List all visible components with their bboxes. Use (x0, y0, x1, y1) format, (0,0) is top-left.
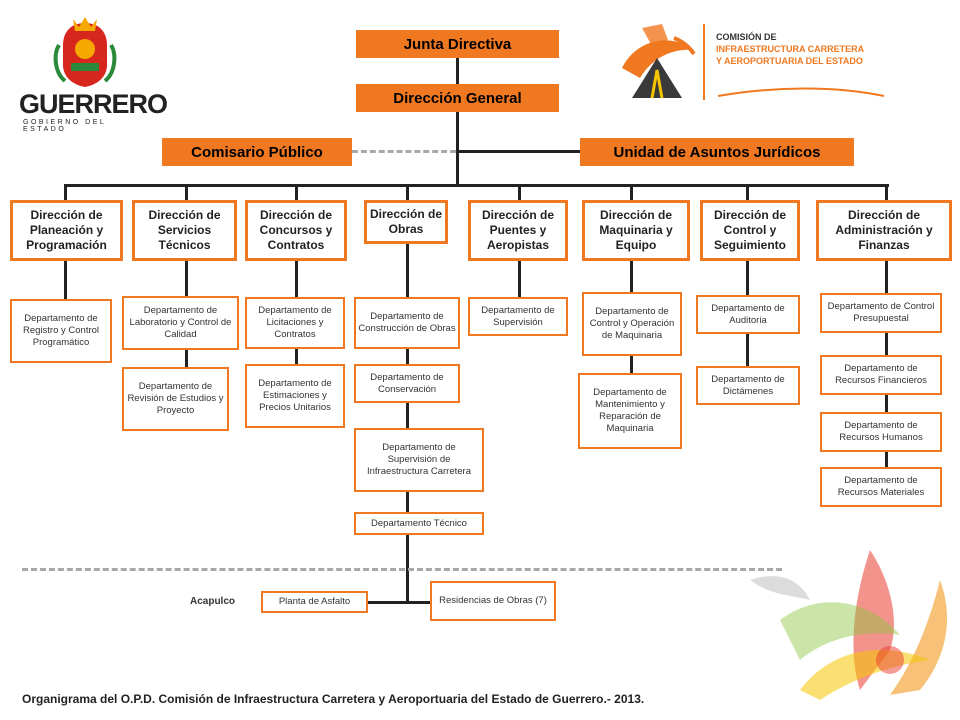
commission-name-line3: Y AEROPORTUARIA DEL ESTADO (716, 56, 863, 66)
commission-swoosh (717, 87, 885, 97)
connector-line (406, 184, 409, 202)
guerrero-subtitle: GOBIERNO DEL ESTADO (23, 119, 107, 133)
acapulco-label: Acapulco (190, 596, 236, 607)
direccion-general-box[interactable]: Dirección General (356, 84, 559, 112)
dept-laboratorio-box[interactable]: Departamento de Laboratorio y Control de… (122, 296, 239, 350)
connector-line (518, 261, 521, 299)
connector-line (185, 184, 188, 202)
direction-planeacion-box[interactable]: Dirección de Planeación y Programación (10, 200, 123, 261)
dept-tecnico-box[interactable]: Departamento Técnico (354, 512, 484, 535)
commission-emblem-icon (622, 24, 696, 99)
direction-control-box[interactable]: Dirección de Control y Seguimiento (700, 200, 800, 261)
direction-puentes-box[interactable]: Dirección de Puentes y Aeropistas (468, 200, 568, 261)
dept-recursos-humanos-box[interactable]: Departamento de Recursos Humanos (820, 412, 942, 452)
connector-line (368, 601, 430, 604)
dept-mantenimiento-maquinaria-box[interactable]: Departamento de Mantenimiento y Reparaci… (578, 373, 682, 449)
direction-servicios-tecnicos-box[interactable]: Dirección de Servicios Técnicos (132, 200, 237, 261)
commission-name-line1: COMISIÓN DE (716, 32, 777, 42)
direction-obras-box[interactable]: Dirección de Obras (364, 200, 448, 244)
connector-line (406, 244, 409, 604)
connector-line (746, 184, 749, 202)
dept-supervision-box[interactable]: Departamento de Supervisión (468, 297, 568, 336)
junta-directiva-box[interactable]: Junta Directiva (356, 30, 559, 58)
direction-maquinaria-box[interactable]: Dirección de Maquinaria y Equipo (582, 200, 690, 261)
connector-line (630, 184, 633, 202)
residencias-obras-box[interactable]: Residencias de Obras (7) (430, 581, 556, 621)
comisario-publico-box[interactable]: Comisario Público (162, 138, 352, 166)
commission-logo (612, 18, 702, 102)
connector-line (456, 112, 459, 187)
dept-supervision-infraestructura-box[interactable]: Departamento de Supervisión de Infraestr… (354, 428, 484, 492)
dept-dictamenes-box[interactable]: Departamento de Dictámenes (696, 366, 800, 405)
connector-line (64, 184, 67, 202)
guerrero-wordmark: GUERRERO (19, 89, 168, 119)
connector-line (64, 261, 67, 299)
connector-line (518, 184, 521, 202)
dept-recursos-financieros-box[interactable]: Departamento de Recursos Financieros (820, 355, 942, 395)
dept-licitaciones-box[interactable]: Departamento de Licitaciones y Contratos (245, 297, 345, 349)
decorative-bird-graphic (750, 550, 948, 700)
direction-administracion-box[interactable]: Dirección de Administración y Finanzas (816, 200, 952, 261)
logo-divider (703, 24, 705, 100)
dept-estimaciones-box[interactable]: Departamento de Estimaciones y Precios U… (245, 364, 345, 428)
connector-line (885, 184, 888, 202)
dashed-separator (22, 568, 782, 571)
dept-registro-control-box[interactable]: Departamento de Registro y Control Progr… (10, 299, 112, 363)
dashed-connector (352, 150, 456, 153)
dept-auditoria-box[interactable]: Departamento de Auditoria (696, 295, 800, 334)
connector-line (295, 184, 298, 202)
planta-asfalto-box[interactable]: Planta de Asfalto (261, 591, 368, 613)
direction-concursos-box[interactable]: Dirección de Concursos y Contratos (245, 200, 347, 261)
dept-control-presupuestal-box[interactable]: Departamento de Control Presupuestal (820, 293, 942, 333)
dept-revision-estudios-box[interactable]: Departamento de Revisión de Estudios y P… (122, 367, 229, 431)
connector-line (64, 184, 889, 187)
dept-construccion-obras-box[interactable]: Departamento de Construcción de Obras (354, 297, 460, 349)
connector-line (456, 58, 459, 86)
commission-name-line2: INFRAESTRUCTURA CARRETERA (716, 44, 865, 54)
dept-recursos-materiales-box[interactable]: Departamento de Recursos Materiales (820, 467, 942, 507)
dept-conservacion-box[interactable]: Departamento de Conservación (354, 364, 460, 403)
commission-name: COMISIÓN DE INFRAESTRUCTURA CARRETERA Y … (716, 31, 946, 67)
unidad-asuntos-juridicos-box[interactable]: Unidad de Asuntos Jurídicos (580, 138, 854, 166)
guerrero-logo: GUERRERO GOBIERNO DEL ESTADO (15, 15, 168, 133)
connector-line (458, 150, 580, 153)
footer-caption: Organigrama del O.P.D. Comisión de Infra… (22, 692, 645, 706)
guerrero-shield-icon (53, 17, 117, 87)
dept-control-operacion-maquinaria-box[interactable]: Departamento de Control y Operación de M… (582, 292, 682, 356)
